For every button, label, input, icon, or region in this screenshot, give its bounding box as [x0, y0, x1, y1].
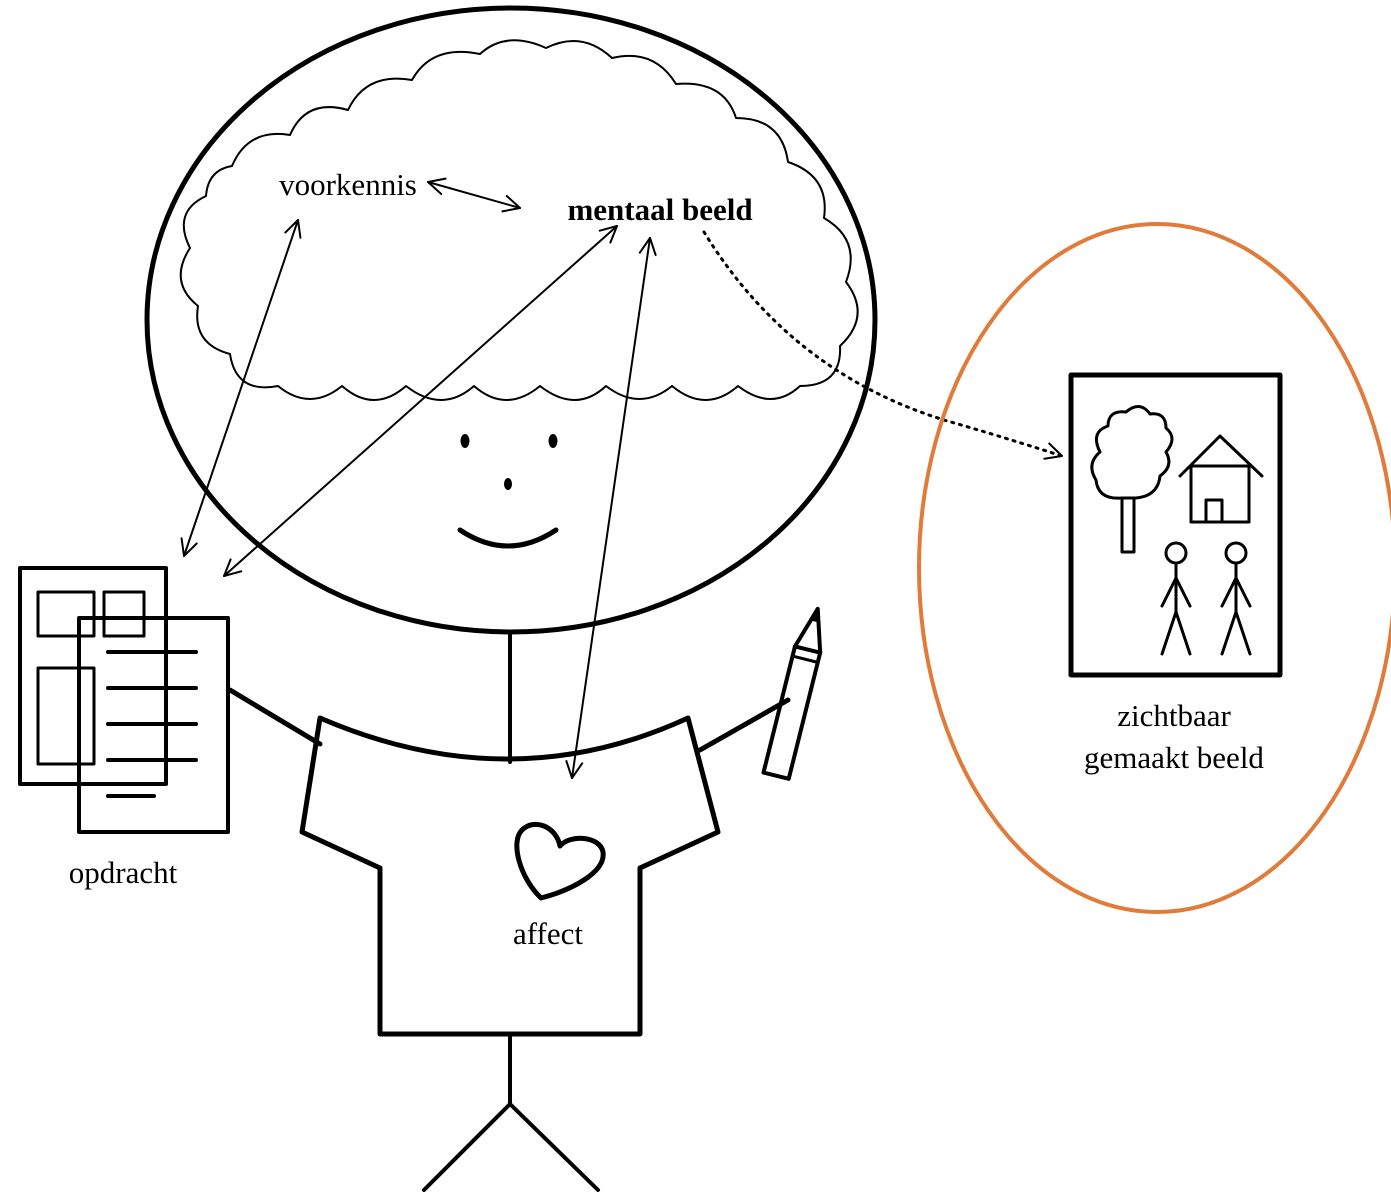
task-label: opdracht: [69, 855, 178, 890]
thought-cloud-icon: [179, 39, 859, 401]
pencil-icon: [761, 606, 823, 781]
nose: [504, 478, 512, 490]
right-eye: [548, 434, 558, 448]
legs: [422, 1032, 600, 1192]
visible-image-label-line1: zichtbaar: [1117, 698, 1231, 733]
shirt-body: [299, 715, 721, 1037]
person-icon: [1220, 541, 1252, 656]
mental-image-label: mentaal beeld: [567, 192, 752, 227]
left-eye: [460, 434, 470, 448]
mental-to-task-arrow: [223, 225, 618, 577]
prior-to-mental-arrow: [427, 177, 521, 213]
highlight-ellipse: [917, 222, 1391, 914]
task-papers-icon: [18, 566, 230, 834]
mental-to-affect-arrow: [565, 237, 657, 779]
affect-label: affect: [513, 916, 583, 951]
left-arm: [227, 687, 323, 747]
externalization-dotted-arrow: [702, 230, 1064, 460]
person-icon: [1160, 541, 1192, 656]
right-arm: [697, 697, 791, 753]
house-icon: [1178, 434, 1264, 524]
tree-icon: [1090, 405, 1174, 554]
prior-knowledge-label: voorkennis: [279, 167, 417, 202]
visible-image-label-line2: gemaakt beeld: [1084, 740, 1264, 775]
heart-icon: [514, 822, 606, 901]
smile: [457, 527, 559, 549]
face: [457, 434, 559, 549]
drawing-frame: [1068, 372, 1283, 678]
